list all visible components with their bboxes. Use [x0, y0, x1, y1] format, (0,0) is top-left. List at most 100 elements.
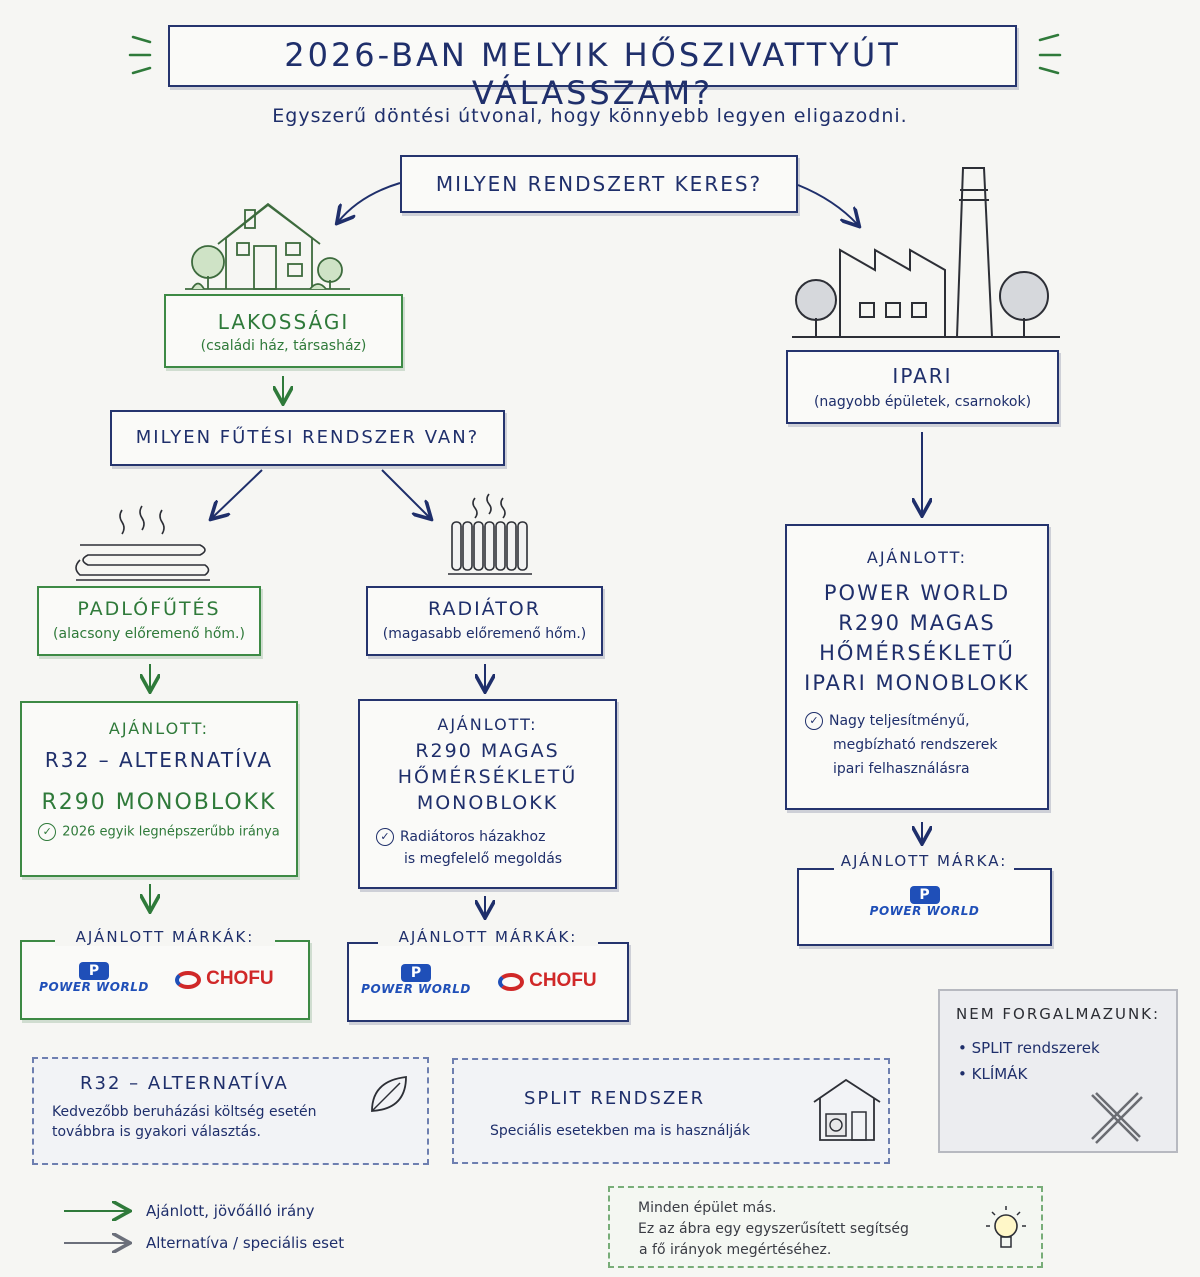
radiator-rec-head: AJÁNLOTT: [437, 715, 538, 734]
floor-brands-label: AJÁNLOTT MÁRKÁK: [55, 928, 275, 946]
powerworld-wordmark: POWER WORLD [869, 904, 980, 918]
powerworld-wordmark: POWER WORLD [39, 980, 149, 994]
floor-rec-head: AJÁNLOTT: [108, 719, 210, 738]
floor-heating-illustration [75, 505, 210, 581]
chofu-wordmark: CHOFU [529, 970, 597, 991]
powerworld-logo-icon: P [909, 886, 940, 904]
radiator-box: RADIÁTOR (magasabb előremenő hőm.) [366, 586, 603, 656]
check-icon: ✓ [376, 828, 394, 846]
note-line1: Minden épület más. [638, 1200, 777, 1216]
arrow-to-floor [212, 469, 263, 518]
industrial-rec-note1: Nagy teljesítményű, [829, 713, 970, 729]
industrial-brand-powerworld[interactable]: P POWER WORLD [862, 886, 987, 918]
r32-line2: továbbra is gyakori választás. [52, 1124, 261, 1140]
floor-rec-note-text: 2026 egyik legnépszerűbb iránya [62, 824, 280, 840]
floor-sub: (alacsony előremenő hőm.) [53, 626, 245, 642]
industrial-rec-note2: megbízható rendszerek [833, 737, 998, 753]
legend-recommended: Ajánlott, jövőálló irány [146, 1202, 315, 1220]
floor-box: PADLÓFŰTÉS (alacsony előremenő hőm.) [37, 586, 261, 656]
arrow-to-residential [338, 182, 401, 222]
not-sold-item-1: SPLIT rendszerek [971, 1039, 1100, 1057]
floor-brand-chofu[interactable]: CHOFU [175, 968, 274, 990]
floor-label: PADLÓFŰTÉS [77, 598, 221, 620]
industrial-rec-line1: POWER WORLD [823, 581, 1011, 605]
main-question: MILYEN RENDSZERT KERES? [435, 172, 763, 196]
note-line2: Ez az ábra egy egyszerűsített segítség [638, 1221, 909, 1237]
powerworld-logo-icon: P [79, 962, 109, 980]
radiator-label: RADIÁTOR [428, 598, 541, 620]
house-unit-icon [813, 1078, 881, 1141]
industrial-rec-line2: R290 MAGAS [838, 611, 996, 635]
radiator-recommendation-box: AJÁNLOTT: R290 MAGAS HŐMÉRSÉKLETŰ MONOBL… [358, 699, 617, 889]
factory-illustration [792, 167, 1060, 338]
residential-sub: (családi ház, társasház) [200, 338, 367, 354]
chofu-logo-icon [498, 972, 524, 991]
not-sold-item: • KLÍMÁK [958, 1065, 1028, 1083]
floor-rec-note: ✓ 2026 egyik legnépszerűbb iránya [22, 823, 296, 841]
industrial-rec-note3: ipari felhasználásra [833, 761, 970, 777]
radiator-illustration [448, 493, 532, 575]
not-sold-title: NEM FORGALMAZUNK: [956, 1005, 1161, 1023]
not-sold-item-2: KLÍMÁK [971, 1065, 1028, 1083]
radiator-brands-label: AJÁNLOTT MÁRKÁK: [378, 928, 598, 946]
radiator-brand-chofu[interactable]: CHOFU [498, 970, 597, 992]
leaf-icon [371, 1075, 407, 1112]
radiator-sub: (magasabb előremenő hőm.) [382, 626, 587, 642]
title-right-decoration [1038, 33, 1062, 75]
arrow-to-radiator [381, 469, 430, 518]
not-sold-item: • SPLIT rendszerek [958, 1039, 1100, 1057]
r32-alternative-box: R32 – ALTERNATÍVA Kedvezőbb beruházási k… [32, 1057, 429, 1165]
residential-label: LAKOSSÁGI [217, 310, 350, 334]
industrial-box: IPARI (nagyobb épületek, csarnokok) [786, 350, 1059, 424]
split-system-box: SPLIT RENDSZER Speciális esetekben ma is… [452, 1058, 890, 1164]
note-text: Minden épület más. Ez az ábra egy egysze… [638, 1198, 1041, 1261]
page-subtitle: Egyszerű döntési útvonal, hogy könnyebb … [272, 105, 908, 127]
note-line3: a fő irányok megértéséhez. [639, 1242, 832, 1258]
lightbulb-icon [986, 1206, 1026, 1248]
radiator-rec-note: ✓ Radiátoros házakhoz is megfelelő megold… [376, 826, 615, 870]
floor-recommendation-box: AJÁNLOTT: R32 – ALTERNATÍVA R290 MONOBLO… [20, 701, 298, 877]
industrial-brand-label: AJÁNLOTT MÁRKA: [834, 852, 1014, 870]
arrow-to-industrial [797, 184, 858, 225]
radiator-rec-line1: R290 MAGAS [415, 740, 560, 762]
floor-brands-box [20, 940, 310, 1020]
industrial-rec-note: ✓Nagy teljesítményű, megbízható rendszer… [805, 709, 1047, 781]
industrial-rec-line4: IPARI MONOBLOKK [804, 671, 1030, 695]
floor-brand-powerworld[interactable]: P POWER WORLD [34, 962, 154, 994]
check-icon: ✓ [38, 823, 57, 841]
industrial-sub: (nagyobb épületek, csarnokok) [813, 394, 1032, 410]
radiator-rec-note2: is megfelelő megoldás [404, 851, 563, 867]
radiator-rec-line3: MONOBLOKK [416, 792, 559, 814]
cross-icon [1091, 1092, 1143, 1144]
house-illustration [185, 202, 350, 290]
radiator-brand-powerworld[interactable]: P POWER WORLD [356, 964, 476, 996]
heating-question-box [110, 410, 505, 466]
split-line1: Speciális esetekben ma is használják [490, 1123, 750, 1139]
radiator-rec-line2: HŐMÉRSÉKLETŰ [397, 766, 578, 788]
industrial-label: IPARI [892, 364, 953, 388]
page-title: 2026-BAN MELYIK HŐSZIVATTYÚT VÁLASSZAM? [284, 36, 901, 112]
split-title: SPLIT RENDSZER [524, 1088, 706, 1109]
powerworld-wordmark: POWER WORLD [361, 982, 471, 996]
not-sold-box: NEM FORGALMAZUNK: • SPLIT rendszerek • K… [938, 989, 1178, 1153]
chofu-logo-icon [175, 970, 201, 989]
industrial-recommendation-box: AJÁNLOTT: POWER WORLD R290 MAGAS HŐMÉRSÉ… [785, 524, 1049, 810]
radiator-rec-note1: Radiátoros házakhoz [400, 829, 546, 845]
heating-question: MILYEN FŰTÉSI RENDSZER VAN? [135, 427, 480, 448]
r32-line1: Kedvezőbb beruházási költség esetén [52, 1104, 317, 1120]
industrial-brand-box [797, 868, 1052, 946]
residential-box: LAKOSSÁGI (családi ház, társasház) [164, 294, 403, 368]
industrial-rec-head: AJÁNLOTT: [866, 548, 968, 567]
title-box [168, 25, 1017, 87]
main-question-box [400, 155, 798, 213]
legend-alternative: Alternatíva / speciális eset [146, 1234, 345, 1252]
floor-rec-line1: R32 – ALTERNATÍVA [44, 748, 274, 772]
industrial-rec-line3: HŐMÉRSÉKLETŰ [819, 641, 1015, 665]
title-left-decoration [128, 35, 152, 75]
floor-rec-line2: R290 MONOBLOKK [41, 790, 277, 815]
note-box: Minden épület más. Ez az ábra egy egysze… [608, 1186, 1043, 1268]
r32-title: R32 – ALTERNATÍVA [80, 1073, 289, 1094]
chofu-wordmark: CHOFU [206, 968, 274, 989]
powerworld-logo-icon: P [401, 964, 431, 982]
